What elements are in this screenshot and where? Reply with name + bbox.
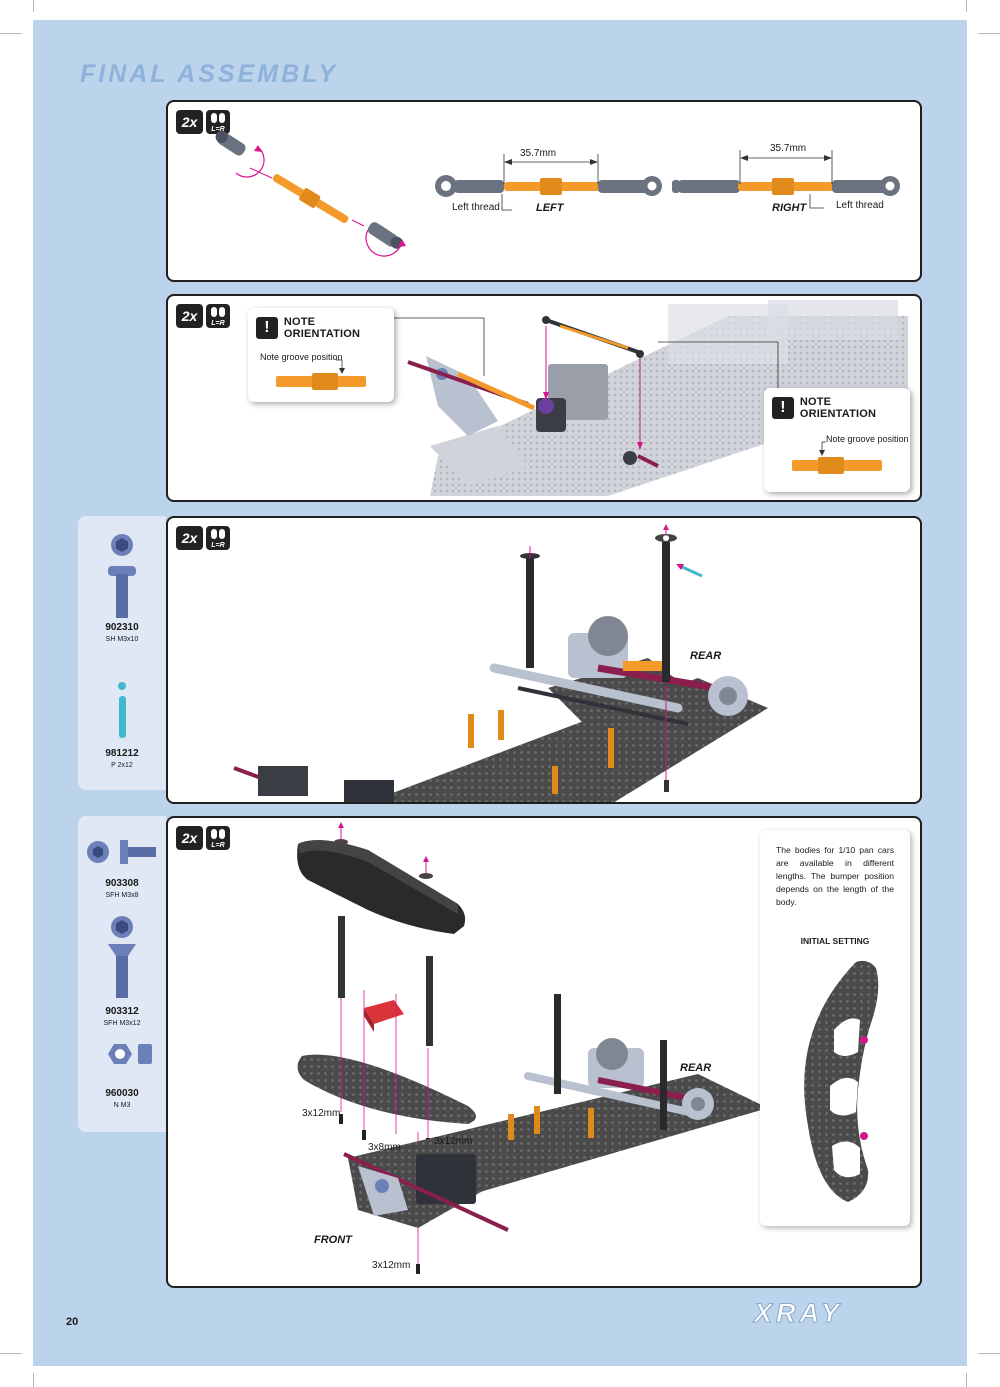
chassis-steering-illustration <box>390 300 908 496</box>
crop-mark <box>33 1373 34 1387</box>
right-dimension-label: 35.7mm <box>770 143 807 154</box>
part-desc: SH M3x10 <box>105 636 139 643</box>
quantity-badge: 2x <box>176 110 203 134</box>
left-side-label: LEFT <box>536 202 564 214</box>
crop-mark <box>33 0 34 12</box>
groove-rod-illustration <box>792 441 882 474</box>
part-code: 902310 <box>105 622 139 633</box>
note-title: NOTE ORIENTATION <box>283 316 361 340</box>
left-turnbuckle <box>435 154 662 211</box>
part-code: 981212 <box>105 748 139 759</box>
brand-logo: XRAY <box>753 1298 844 1329</box>
page-title: FINAL ASSEMBLY <box>80 60 339 88</box>
part-desc: SFH M3x12 <box>103 1020 141 1027</box>
crop-mark <box>978 33 1000 34</box>
step-4-parts-sidebar: 903308 SFH M3x8 903312 SFH M3x12 960030 … <box>78 816 166 1132</box>
part-code: 903308 <box>105 878 139 889</box>
symmetry-badge: L=R <box>206 526 230 550</box>
part-code: 903312 <box>105 1006 139 1017</box>
step-4-panel: 2x L=R <box>166 816 922 1288</box>
symmetry-badge: L=R <box>206 304 230 328</box>
flat-head-screw-icon <box>87 840 156 864</box>
note-orientation-box-2: ! NOTE ORIENTATION Note groove position <box>764 388 910 492</box>
info-text: The bodies for 1/10 pan cars are availab… <box>776 845 894 907</box>
screw-length-label: 3x12mm <box>302 1108 341 1119</box>
quantity-badge: 2x <box>176 304 203 328</box>
note-text: Note groove position <box>260 352 343 362</box>
note-text: Note groove position <box>826 434 909 444</box>
turnbuckle-assembly-illustration <box>215 130 900 257</box>
groove-rod-illustration <box>276 359 366 390</box>
step-badges: 2x L=R <box>176 110 230 134</box>
warning-icon: ! <box>256 317 278 339</box>
crop-mark <box>0 33 22 34</box>
bumper-plate-initial-setting-illustration <box>804 960 879 1202</box>
screw-length-label: 3x12mm <box>434 1136 473 1147</box>
initial-setting-label: INITIAL SETTING <box>800 936 870 946</box>
bumper-assembly-illustration <box>297 822 768 1274</box>
step-2-panel: 2x L=R <box>166 294 922 502</box>
step-3-panel: 2x L=R <box>166 516 922 804</box>
crop-mark <box>978 1353 1000 1354</box>
bumper-info-box: The bodies for 1/10 pan cars are availab… <box>760 830 910 1226</box>
screw-length-label: 3x8mm <box>368 1142 401 1153</box>
part-desc: N M3 <box>113 1102 131 1109</box>
part-desc: SFH M3x8 <box>105 892 139 899</box>
flat-head-screw-icon <box>108 916 136 998</box>
symmetry-badge: L=R <box>206 826 230 850</box>
note-orientation-box-1: ! NOTE ORIENTATION Note groove position <box>248 308 394 402</box>
rear-label: REAR <box>680 1062 712 1074</box>
crop-mark <box>966 0 967 12</box>
left-thread-label: Left thread <box>452 202 500 213</box>
note-title: NOTE ORIENTATION <box>799 396 877 420</box>
crop-mark <box>0 1353 22 1354</box>
quantity-badge: 2x <box>176 526 203 550</box>
socket-head-screw-icon <box>108 534 136 618</box>
warning-icon: ! <box>772 397 794 419</box>
step-1-panel: 2x L=R <box>166 100 922 282</box>
crop-mark <box>966 1373 967 1387</box>
step-3-parts-sidebar: 902310 SH M3x10 981212 P 2x12 <box>78 516 166 790</box>
left-thread-label-right: Left thread <box>836 200 884 211</box>
rear-pod-illustration <box>233 524 768 802</box>
symmetry-badge: L=R <box>206 110 230 134</box>
left-dimension-label: 35.7mm <box>520 148 557 159</box>
part-code: 960030 <box>105 1088 139 1099</box>
part-desc: P 2x12 <box>111 762 133 769</box>
page-number: 20 <box>66 1316 79 1328</box>
pin-icon <box>118 682 126 738</box>
step-badges: 2x L=R <box>176 304 230 328</box>
step-badges: 2x L=R <box>176 526 230 550</box>
rear-label: REAR <box>690 650 722 662</box>
nut-icon <box>108 1044 152 1064</box>
right-turnbuckle <box>672 150 900 209</box>
step-badges: 2x L=R <box>176 826 230 850</box>
quantity-badge: 2x <box>176 826 203 850</box>
screw-length-label: 3x12mm <box>372 1260 411 1271</box>
right-side-label: RIGHT <box>772 202 807 214</box>
exploded-turnbuckle <box>215 130 406 257</box>
front-label: FRONT <box>314 1234 352 1246</box>
